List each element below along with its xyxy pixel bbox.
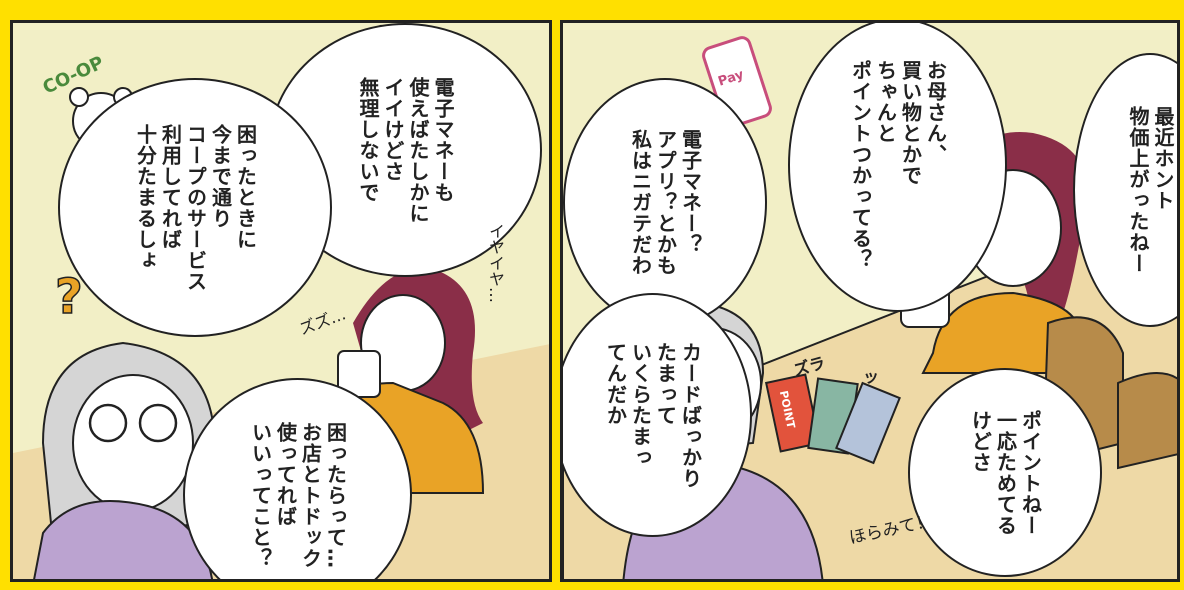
bubble-card: カードばっかり たまって いくらたまっ てんだか [563,293,752,537]
sfx-tsu: ッ [863,367,880,386]
panel-right: Pay POINT 最近ホント 物価上がったねー お母さん、 買い物とかで ちゃ… [560,20,1180,582]
grandma-face [72,374,194,512]
bubble-komattara: 困ったらって… お店とトドック 使ってれば いいってこと？ [183,378,412,579]
grandma-glasses-left [88,403,128,443]
sfx-iya: イヤイヤ… [486,223,505,303]
bubble-app: 電子マネー？ アプリ？とかも 私はニガテだわ [563,78,767,327]
question-mark: ? [55,269,83,325]
panel-left: ? CO-OP 電子マネーも 使えばたしかに イイけどさ 無理しないで 困ったと… [10,20,552,582]
grandma-glasses-right [138,403,178,443]
bubble-point: ポイントねー 一応ためてる けどさ [908,368,1102,577]
bubble-okaasan: お母さん、 買い物とかで ちゃんと ポイントつかってる？ [788,23,1007,312]
point-card [764,373,822,453]
bubble-coop: 困ったときに 今まで通り コープのサービス 利用してれば 十分たまるしょ [58,78,332,337]
